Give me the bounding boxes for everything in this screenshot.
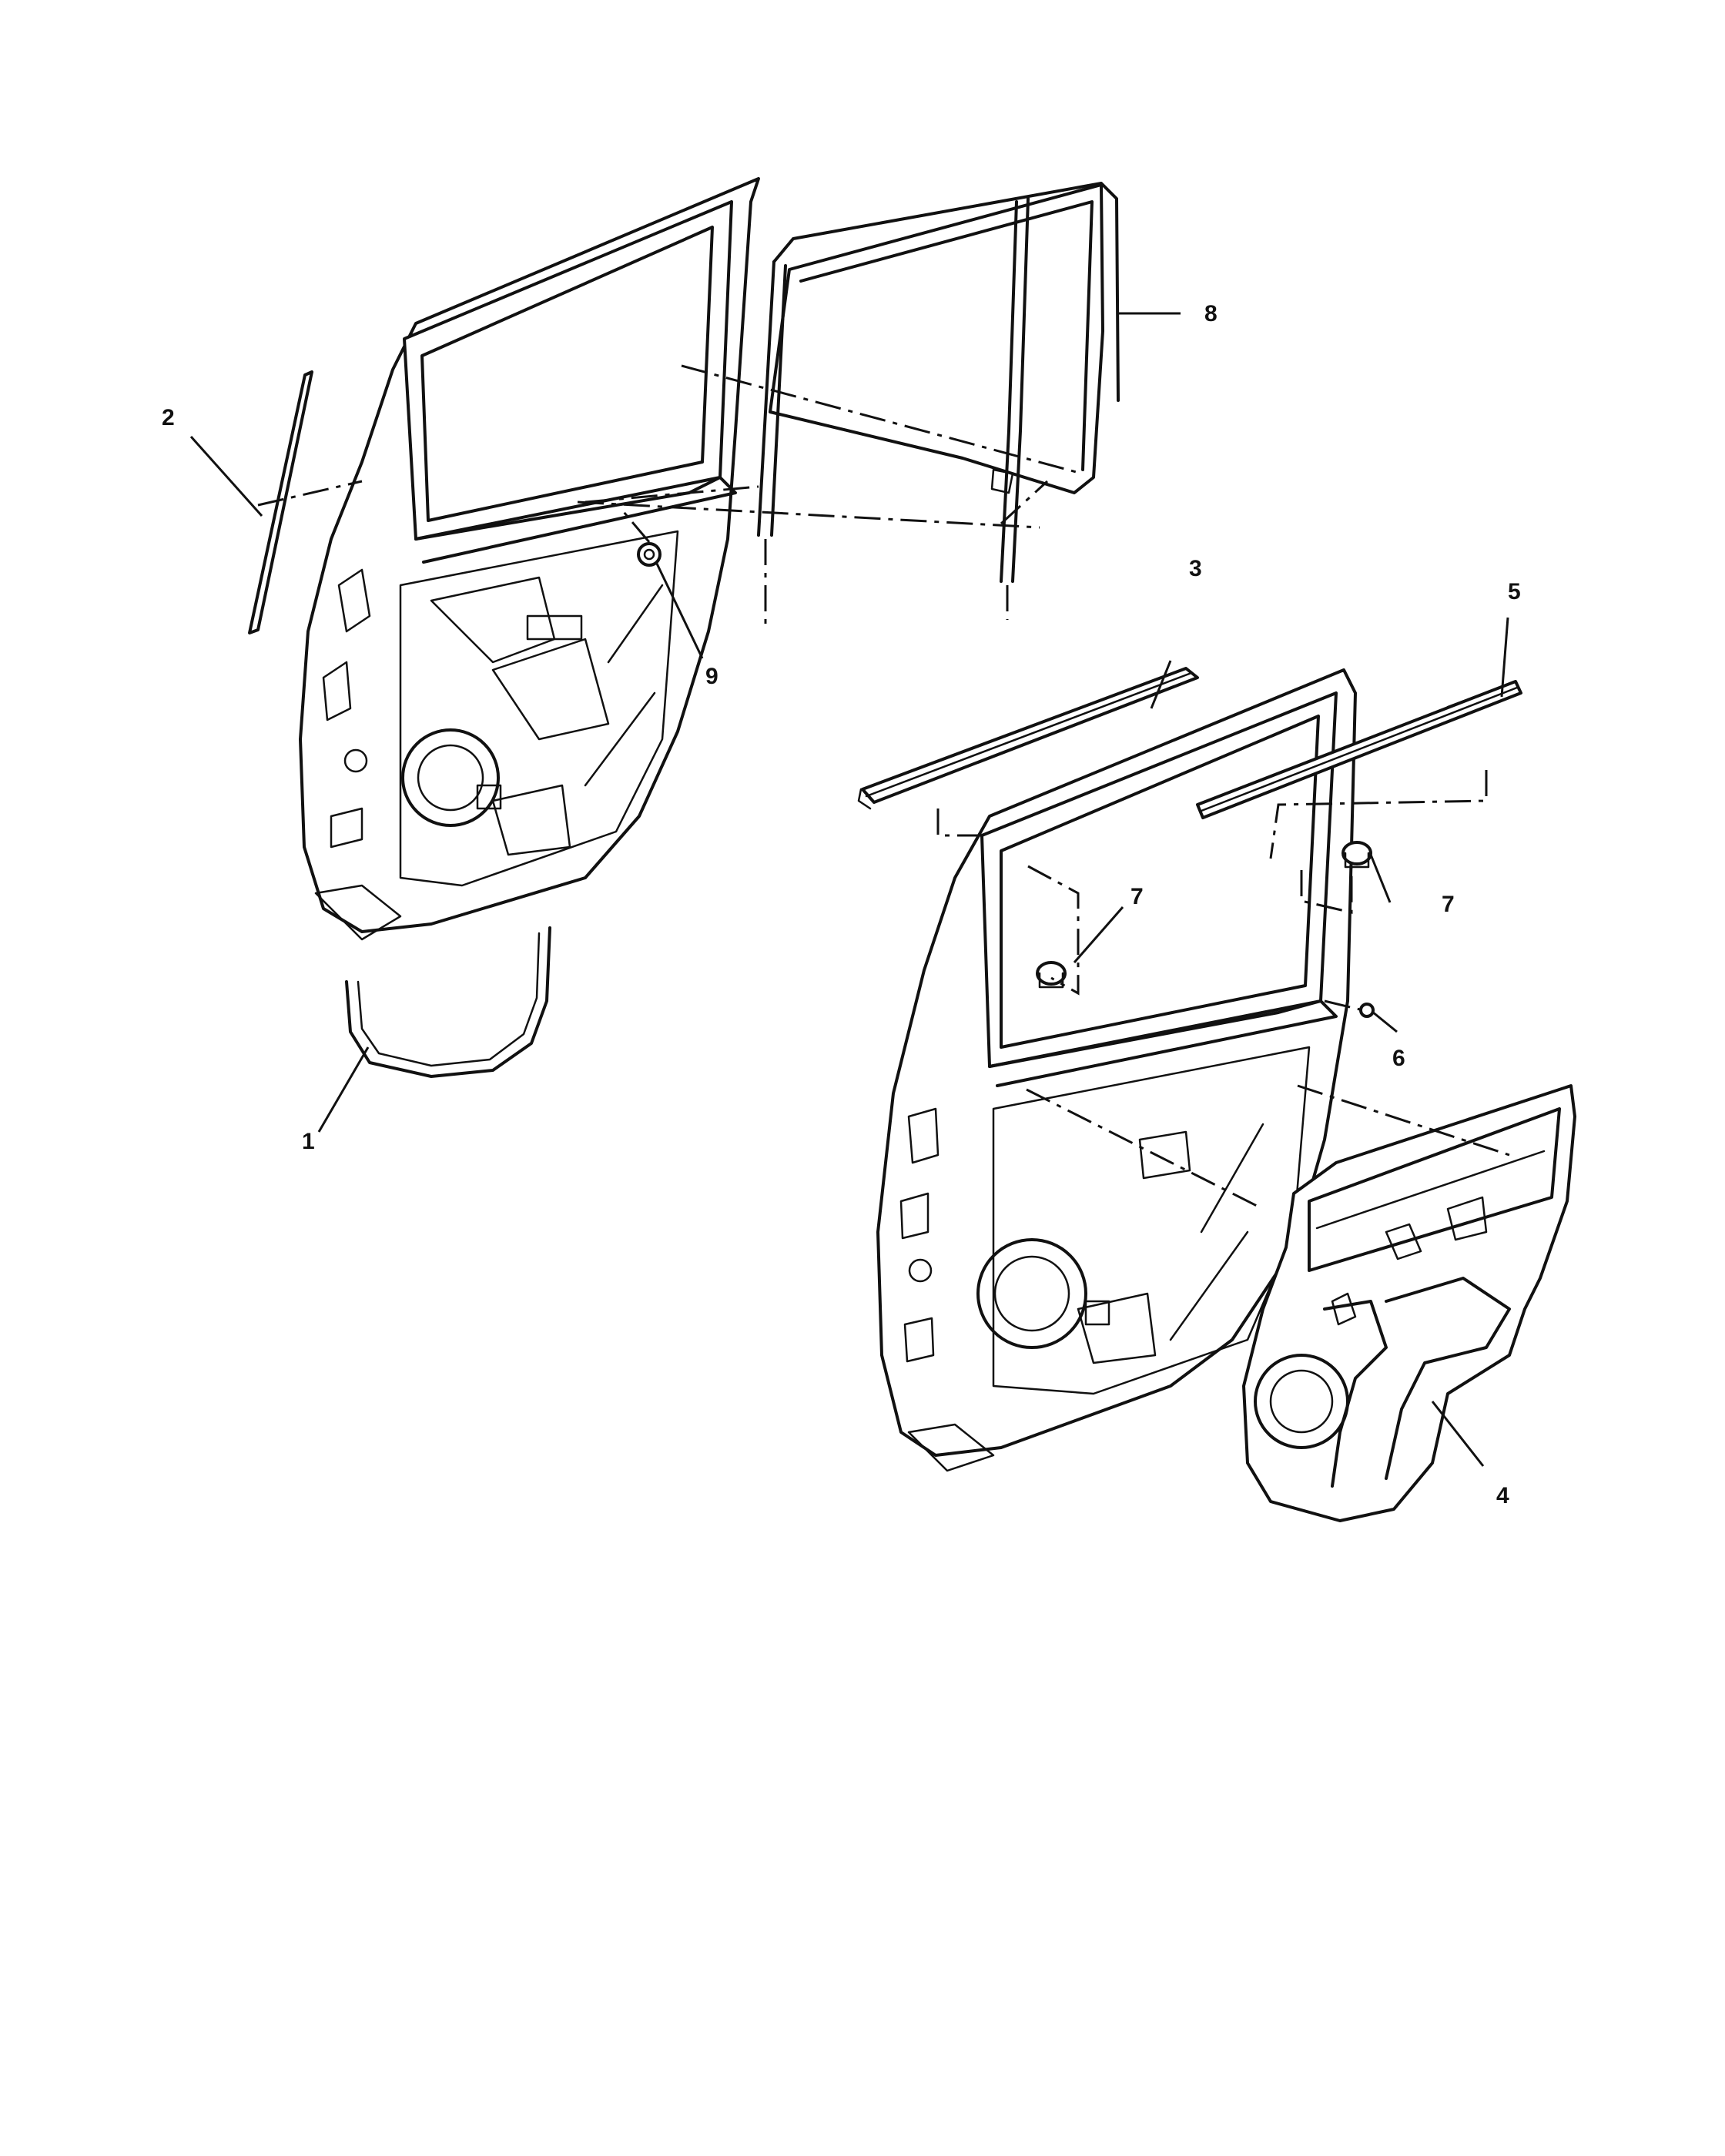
part-6-push-pin <box>1359 1003 1375 1018</box>
part-5-inner-belt-weatherstrip <box>1196 680 1522 819</box>
part-8-door-glass <box>757 182 1120 583</box>
right-door-shell <box>876 668 1357 1472</box>
callout-3: 3 <box>1189 556 1202 581</box>
part-2-vertical-weatherstrip <box>248 370 313 634</box>
part-4-door-trim-panel <box>1242 1084 1576 1522</box>
callout-1: 1 <box>302 1129 315 1154</box>
callout-7-right: 7 <box>1442 892 1455 917</box>
part-9-clip <box>637 542 662 567</box>
callout-8: 8 <box>1204 301 1218 326</box>
part-7-bumper-right <box>1341 841 1372 869</box>
callout-5: 5 <box>1508 579 1521 604</box>
callout-7-left: 7 <box>1130 884 1144 909</box>
callout-9: 9 <box>705 664 718 689</box>
callout-4: 4 <box>1496 1483 1509 1508</box>
part-7-bumper-left <box>1036 961 1067 989</box>
left-door-shell <box>299 177 760 941</box>
part-3-outer-belt-weatherstrip <box>857 667 1199 810</box>
callout-2: 2 <box>162 405 175 430</box>
part-1-lower-door-seal <box>345 926 551 1078</box>
callout-6: 6 <box>1392 1046 1405 1071</box>
